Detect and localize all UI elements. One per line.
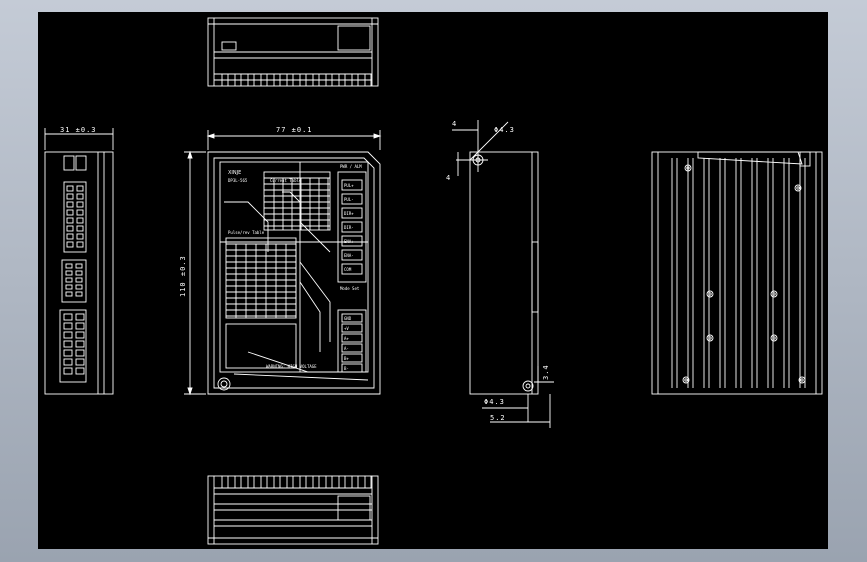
mounting-profile-view [456,120,539,395]
dim-side-width-label: 31 ±0.3 [60,126,97,134]
dim-hole-dia-top: Φ4.3 [494,126,515,134]
terminal-label-bottom: B- [344,366,349,371]
terminal-label-top: PUL- [344,197,354,202]
dim-side-width: 31 ±0.3 [44,126,114,150]
terminal-label-top: ENA+ [344,239,354,244]
subdivision-table-title: Pulse/rev Table [228,230,265,235]
cad-canvas: 31 ±0.3 [38,12,828,549]
terminal-label-top: DIR- [344,225,354,230]
panel-model: DP3L-565 [228,178,248,183]
terminal-label-top: DIR+ [344,211,354,216]
terminal-label-bottom: GND [344,316,352,321]
rear-heatsink-view [651,151,823,395]
dim-bottom-offset: 3.4 [542,364,550,380]
dim-bottom-width: 5.2 [490,414,506,422]
warning-text: WARNING: HIGH VOLTAGE [266,364,317,369]
terminal-labels-bottom: GND +V A+ A- B+ B- [344,316,352,371]
dim-hole-offset-y: 4 [446,174,451,182]
dim-front-width: 77 ±0.1 [206,126,382,150]
terminal-label-bottom: A+ [344,336,349,341]
bottom-view [207,475,379,545]
dim-hole-offsets: 4 4 Φ4.3 [446,120,515,182]
terminal-label-bottom: A- [344,346,349,351]
dim-hole-offset-x: 4 [452,120,457,128]
dim-front-width-label: 77 ±0.1 [276,126,313,134]
terminal-label-top: COM [344,267,352,272]
panel-brand: XINJE [228,170,241,176]
mode-set-label: Mode Set [340,286,360,291]
terminal-label-bottom: B+ [344,356,349,361]
cad-drawing: 31 ±0.3 [44,17,823,545]
terminal-label-bottom: +V [344,326,349,331]
left-side-view [44,151,114,395]
dim-bottom: Φ4.3 3.4 5.2 [482,364,554,428]
front-view: XINJE DP3L-565 PWR / ALM Current Table P… [207,151,381,395]
terminal-labels-top: PUL+ PUL- DIR+ DIR- ENA+ ENA- COM [344,183,354,272]
current-table-title: Current Table [270,178,302,183]
dim-front-height-label: 110 ±0.3 [179,255,187,297]
top-view [207,17,379,87]
dim-hole-dia-bottom: Φ4.3 [484,398,505,406]
terminal-label-top: PUL+ [344,183,354,188]
terminal-label-top: ENA- [344,253,354,258]
panel-power-label: PWR / ALM [340,164,362,169]
dim-front-height: 110 ±0.3 [179,150,206,396]
